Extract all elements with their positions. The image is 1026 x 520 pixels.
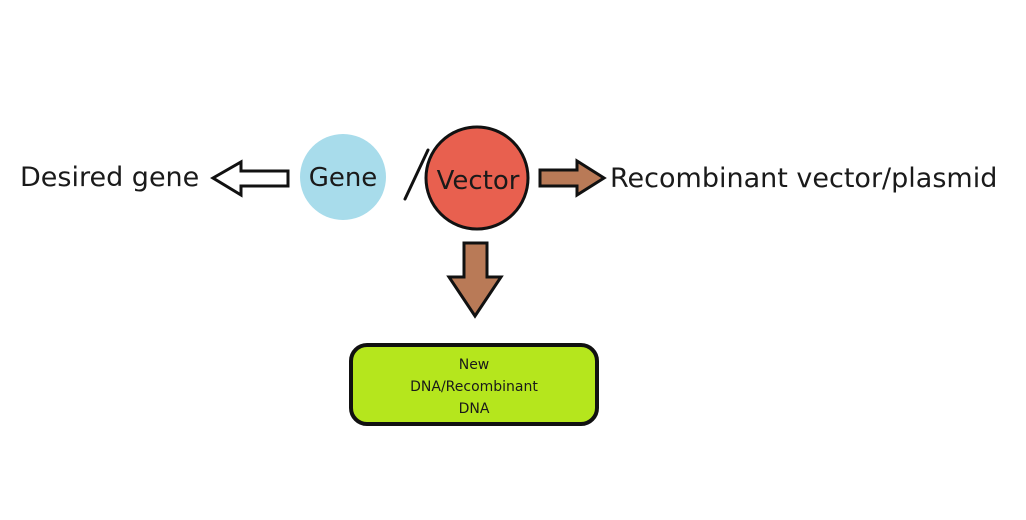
result-line-3: DNA (459, 401, 490, 417)
desired-gene-label: Desired gene (20, 162, 199, 193)
brown-down-arrow-icon (446, 241, 504, 319)
recombinant-vector-label: Recombinant vector/plasmid (610, 163, 997, 194)
result-line-2: DNA/Recombinant (410, 379, 538, 395)
cut-line-icon (403, 148, 430, 201)
vector-label: Vector (437, 166, 520, 196)
recombinant-dna-box (349, 343, 599, 426)
gene-circle (300, 134, 386, 220)
result-line-1: New (459, 357, 490, 373)
gene-label: Gene (309, 163, 378, 193)
vector-circle (424, 125, 530, 231)
hollow-left-arrow-icon (210, 159, 290, 198)
brown-right-arrow-icon (538, 158, 607, 198)
